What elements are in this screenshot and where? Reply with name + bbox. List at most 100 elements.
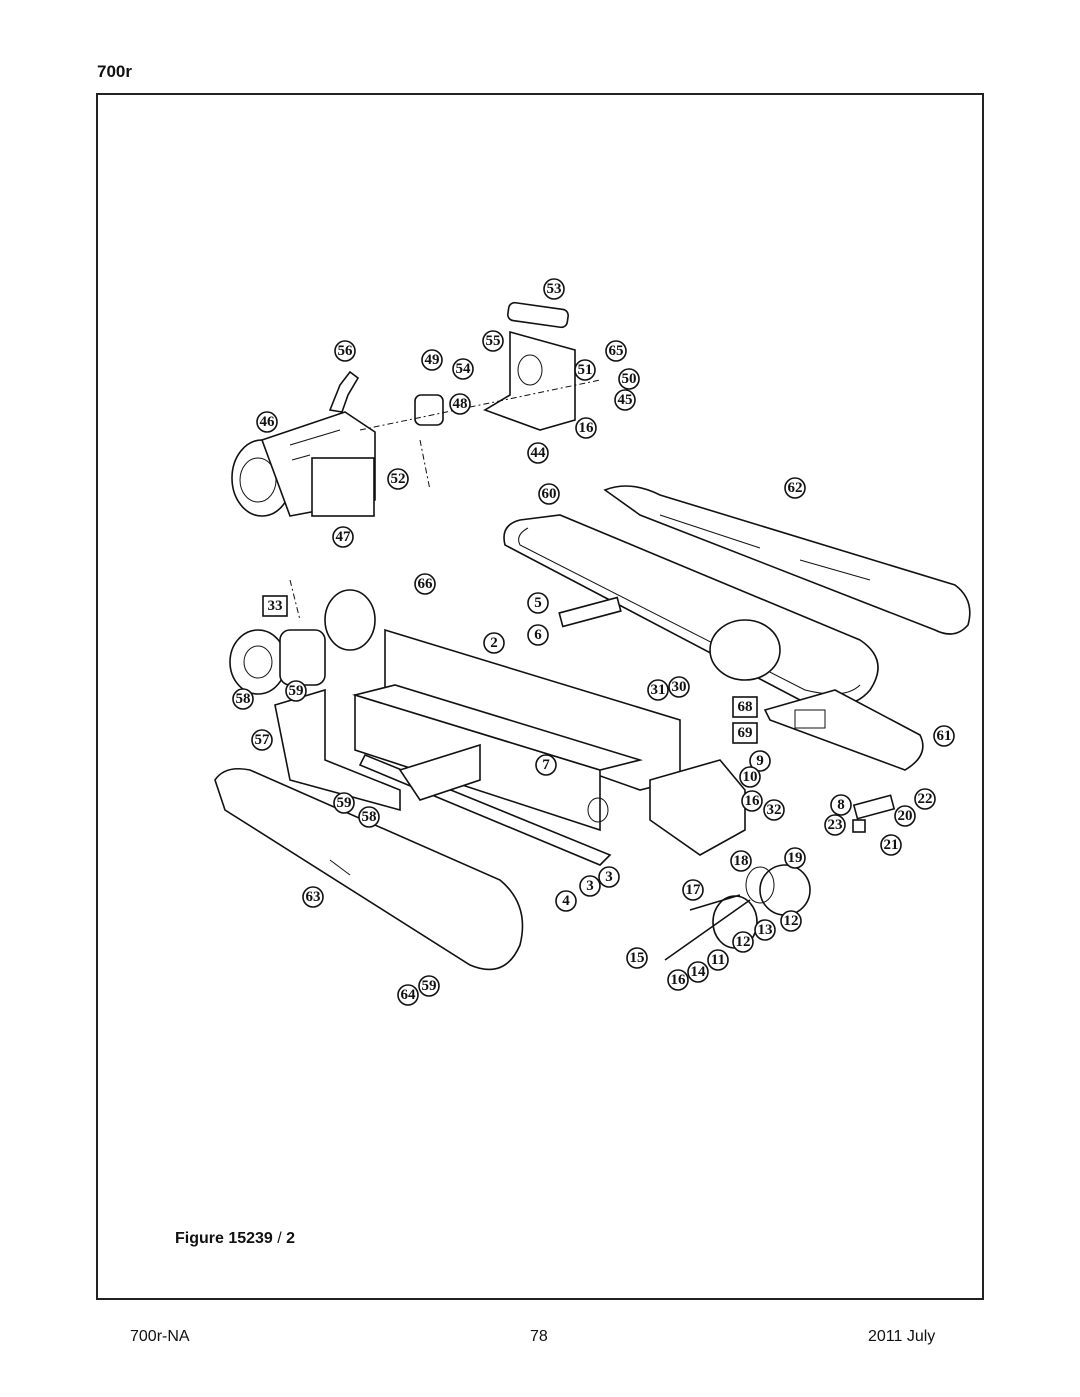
footer-model: 700r-NA bbox=[130, 1328, 190, 1345]
callout-63: 63 bbox=[302, 886, 324, 908]
svg-text:59: 59 bbox=[289, 683, 304, 699]
callout-6: 6 bbox=[527, 624, 549, 646]
callout-66: 66 bbox=[414, 573, 436, 595]
tail-end-assembly bbox=[649, 619, 811, 961]
svg-text:7: 7 bbox=[542, 757, 550, 773]
callout-16b: 16 bbox=[741, 790, 763, 812]
callout-57: 57 bbox=[251, 729, 273, 751]
top-cover bbox=[603, 485, 971, 635]
callout-16a: 16 bbox=[575, 417, 597, 439]
svg-text:69: 69 bbox=[738, 725, 753, 741]
callout-13: 13 bbox=[754, 919, 776, 941]
svg-text:51: 51 bbox=[578, 362, 593, 378]
svg-text:53: 53 bbox=[547, 281, 562, 297]
motor-assembly bbox=[231, 370, 376, 517]
svg-text:59: 59 bbox=[337, 795, 352, 811]
callout-12a: 12 bbox=[780, 910, 802, 932]
svg-text:22: 22 bbox=[918, 791, 933, 807]
callout-47: 47 bbox=[332, 526, 354, 548]
svg-text:20: 20 bbox=[898, 808, 913, 824]
svg-text:50: 50 bbox=[622, 371, 637, 387]
callout-68: 68 bbox=[732, 696, 758, 718]
callout-46: 46 bbox=[256, 411, 278, 433]
svg-text:21: 21 bbox=[884, 837, 899, 853]
callout-3b: 3 bbox=[598, 866, 620, 888]
callout-69: 69 bbox=[732, 722, 758, 744]
figure-number: 2 bbox=[286, 1230, 296, 1247]
callout-62: 62 bbox=[784, 477, 806, 499]
callout-54: 54 bbox=[452, 358, 474, 380]
svg-text:58: 58 bbox=[236, 691, 251, 707]
header-model: 700r bbox=[97, 62, 132, 81]
callout-60: 60 bbox=[538, 483, 560, 505]
end-cover bbox=[763, 689, 924, 771]
figure-caption: Figure 15239 / 2 bbox=[175, 1230, 295, 1248]
svg-text:2: 2 bbox=[490, 635, 498, 651]
figure-frame bbox=[96, 93, 984, 1300]
callout-7: 7 bbox=[535, 754, 557, 776]
callout-4: 4 bbox=[555, 890, 577, 912]
svg-text:52: 52 bbox=[391, 471, 406, 487]
svg-text:3: 3 bbox=[586, 878, 594, 894]
callout-59a: 59 bbox=[285, 680, 307, 702]
svg-text:63: 63 bbox=[306, 889, 321, 905]
callout-58b: 58 bbox=[358, 806, 380, 828]
callout-49: 49 bbox=[421, 349, 443, 371]
callout-45: 45 bbox=[614, 389, 636, 411]
svg-text:18: 18 bbox=[734, 853, 749, 869]
svg-text:64: 64 bbox=[401, 987, 417, 1003]
svg-text:32: 32 bbox=[767, 802, 782, 818]
side-plate bbox=[274, 688, 401, 812]
main-frame bbox=[352, 596, 681, 832]
svg-text:31: 31 bbox=[651, 682, 666, 698]
callout-32: 32 bbox=[763, 799, 785, 821]
callout-3a: 3 bbox=[579, 875, 601, 897]
callout-50: 50 bbox=[618, 368, 640, 390]
callout-2: 2 bbox=[483, 632, 505, 654]
svg-text:58: 58 bbox=[362, 809, 377, 825]
callout-12b: 12 bbox=[732, 931, 754, 953]
svg-text:13: 13 bbox=[758, 922, 773, 938]
svg-text:14: 14 bbox=[691, 964, 707, 980]
svg-text:10: 10 bbox=[743, 769, 758, 785]
callout-14: 14 bbox=[687, 961, 709, 983]
svg-text:48: 48 bbox=[453, 396, 468, 412]
svg-text:16: 16 bbox=[745, 793, 761, 809]
svg-text:9: 9 bbox=[756, 753, 764, 769]
callout-48: 48 bbox=[449, 393, 471, 415]
callout-group: 53 55 65 56 49 54 51 50 48 45 46 16 44 5… bbox=[232, 278, 955, 1006]
svg-text:66: 66 bbox=[418, 576, 434, 592]
svg-text:59: 59 bbox=[422, 978, 437, 994]
callout-65: 65 bbox=[605, 340, 627, 362]
callout-9: 9 bbox=[749, 750, 771, 772]
callout-52: 52 bbox=[387, 468, 409, 490]
svg-text:19: 19 bbox=[788, 850, 803, 866]
callout-64: 64 bbox=[397, 984, 419, 1006]
svg-text:44: 44 bbox=[531, 445, 547, 461]
figure-separator: / bbox=[272, 1230, 287, 1247]
svg-text:62: 62 bbox=[788, 480, 803, 496]
svg-text:6: 6 bbox=[534, 627, 542, 643]
motor-bracket bbox=[359, 301, 601, 491]
svg-text:16: 16 bbox=[579, 420, 595, 436]
drive-pulley-assembly bbox=[229, 579, 376, 695]
callout-18: 18 bbox=[730, 850, 752, 872]
svg-text:33: 33 bbox=[268, 598, 283, 614]
callout-51: 51 bbox=[574, 359, 596, 381]
bottom-guard bbox=[214, 767, 524, 971]
callout-23: 23 bbox=[824, 814, 846, 836]
svg-text:57: 57 bbox=[255, 732, 271, 748]
svg-text:23: 23 bbox=[828, 817, 843, 833]
callout-5: 5 bbox=[527, 592, 549, 614]
slide-rail bbox=[358, 743, 612, 866]
callout-8: 8 bbox=[830, 794, 852, 816]
svg-text:60: 60 bbox=[542, 486, 557, 502]
svg-text:65: 65 bbox=[609, 343, 624, 359]
svg-text:5: 5 bbox=[534, 595, 542, 611]
svg-text:45: 45 bbox=[618, 392, 633, 408]
svg-text:16: 16 bbox=[671, 972, 687, 988]
footer-page-number: 78 bbox=[530, 1328, 548, 1345]
callout-58a: 58 bbox=[232, 688, 254, 710]
callout-17: 17 bbox=[682, 879, 704, 901]
callout-59b: 59 bbox=[333, 792, 355, 814]
